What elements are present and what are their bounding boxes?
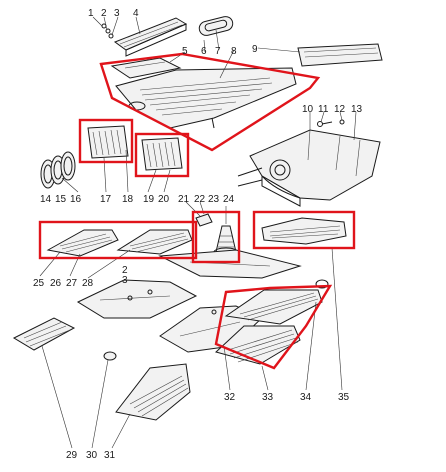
label-part-10: 10 xyxy=(302,104,314,115)
label-part-32: 32 xyxy=(224,392,236,403)
label-part-11: 11 xyxy=(318,104,329,115)
part-17-pedal-mat xyxy=(87,125,129,159)
part-30-grommet xyxy=(103,351,117,361)
label-part-3-lower: 3 xyxy=(122,275,128,286)
label-part-14: 14 xyxy=(40,194,52,205)
label-part-3: 3 xyxy=(114,8,120,19)
part-number-labels: 1 2 3 4 5 6 7 8 9 10 11 12 13 14 15 16 1… xyxy=(33,8,363,461)
label-part-2-lower: 2 xyxy=(122,265,128,276)
highlight-parts-33-34 xyxy=(214,284,333,370)
part-4-sill-strip xyxy=(113,17,188,57)
label-part-21: 21 xyxy=(178,194,190,205)
label-part-25: 25 xyxy=(33,278,45,289)
label-part-1: 1 xyxy=(88,8,94,19)
part-29-mat xyxy=(12,317,76,351)
part-1-bolt xyxy=(101,23,114,39)
label-part-13: 13 xyxy=(351,104,363,115)
label-part-5: 5 xyxy=(182,46,188,57)
part-35-tunnel-mat xyxy=(261,217,347,245)
label-part-33: 33 xyxy=(262,392,274,403)
part-14-16-grommets xyxy=(40,151,76,189)
highlight-part-23 xyxy=(191,210,241,264)
label-part-24: 24 xyxy=(223,194,235,205)
highlight-part-17 xyxy=(78,118,134,164)
label-part-16: 16 xyxy=(70,194,82,205)
label-part-4: 4 xyxy=(133,8,139,19)
label-part-35: 35 xyxy=(338,392,350,403)
label-part-17: 17 xyxy=(100,194,112,205)
label-part-15: 15 xyxy=(55,194,67,205)
highlight-parts-25-28 xyxy=(38,220,198,260)
leader-lines xyxy=(39,16,357,449)
highlight-part-8 xyxy=(99,52,321,152)
part-25-28-rear-floor-mats xyxy=(46,229,193,257)
label-part-27: 27 xyxy=(66,278,78,289)
label-part-30: 30 xyxy=(86,450,98,461)
label-part-2: 2 xyxy=(101,8,107,19)
highlight-part-35 xyxy=(252,210,356,250)
label-part-19: 19 xyxy=(143,194,155,205)
label-part-28: 28 xyxy=(82,278,94,289)
label-part-26: 26 xyxy=(50,278,62,289)
label-part-18: 18 xyxy=(122,194,134,205)
label-part-12: 12 xyxy=(334,104,346,115)
label-part-9: 9 xyxy=(252,44,258,55)
part-19-pedal-mat xyxy=(141,137,183,171)
part-22-clip xyxy=(195,213,213,227)
part-7-oval-cover xyxy=(198,16,234,36)
label-part-20: 20 xyxy=(158,194,170,205)
label-part-31: 31 xyxy=(104,450,116,461)
part-33-front-floor-mat xyxy=(215,325,301,365)
part-31-mat xyxy=(115,363,191,421)
part-8-large-floor-mat xyxy=(115,67,297,129)
label-part-29: 29 xyxy=(66,450,78,461)
label-part-22: 22 xyxy=(194,194,206,205)
label-part-34: 34 xyxy=(300,392,312,403)
label-part-23: 23 xyxy=(208,194,220,205)
part-13-body-panel xyxy=(237,129,381,207)
highlight-outlines xyxy=(38,52,356,370)
part-11-12-bolts xyxy=(317,119,345,127)
highlight-part-19 xyxy=(134,132,190,178)
label-part-7: 7 xyxy=(215,46,221,57)
part-5-plate xyxy=(110,57,182,79)
label-part-6: 6 xyxy=(201,46,207,57)
label-part-8: 8 xyxy=(231,46,237,57)
part-34-front-floor-mat xyxy=(224,279,329,325)
part-9-long-strip xyxy=(297,43,383,67)
